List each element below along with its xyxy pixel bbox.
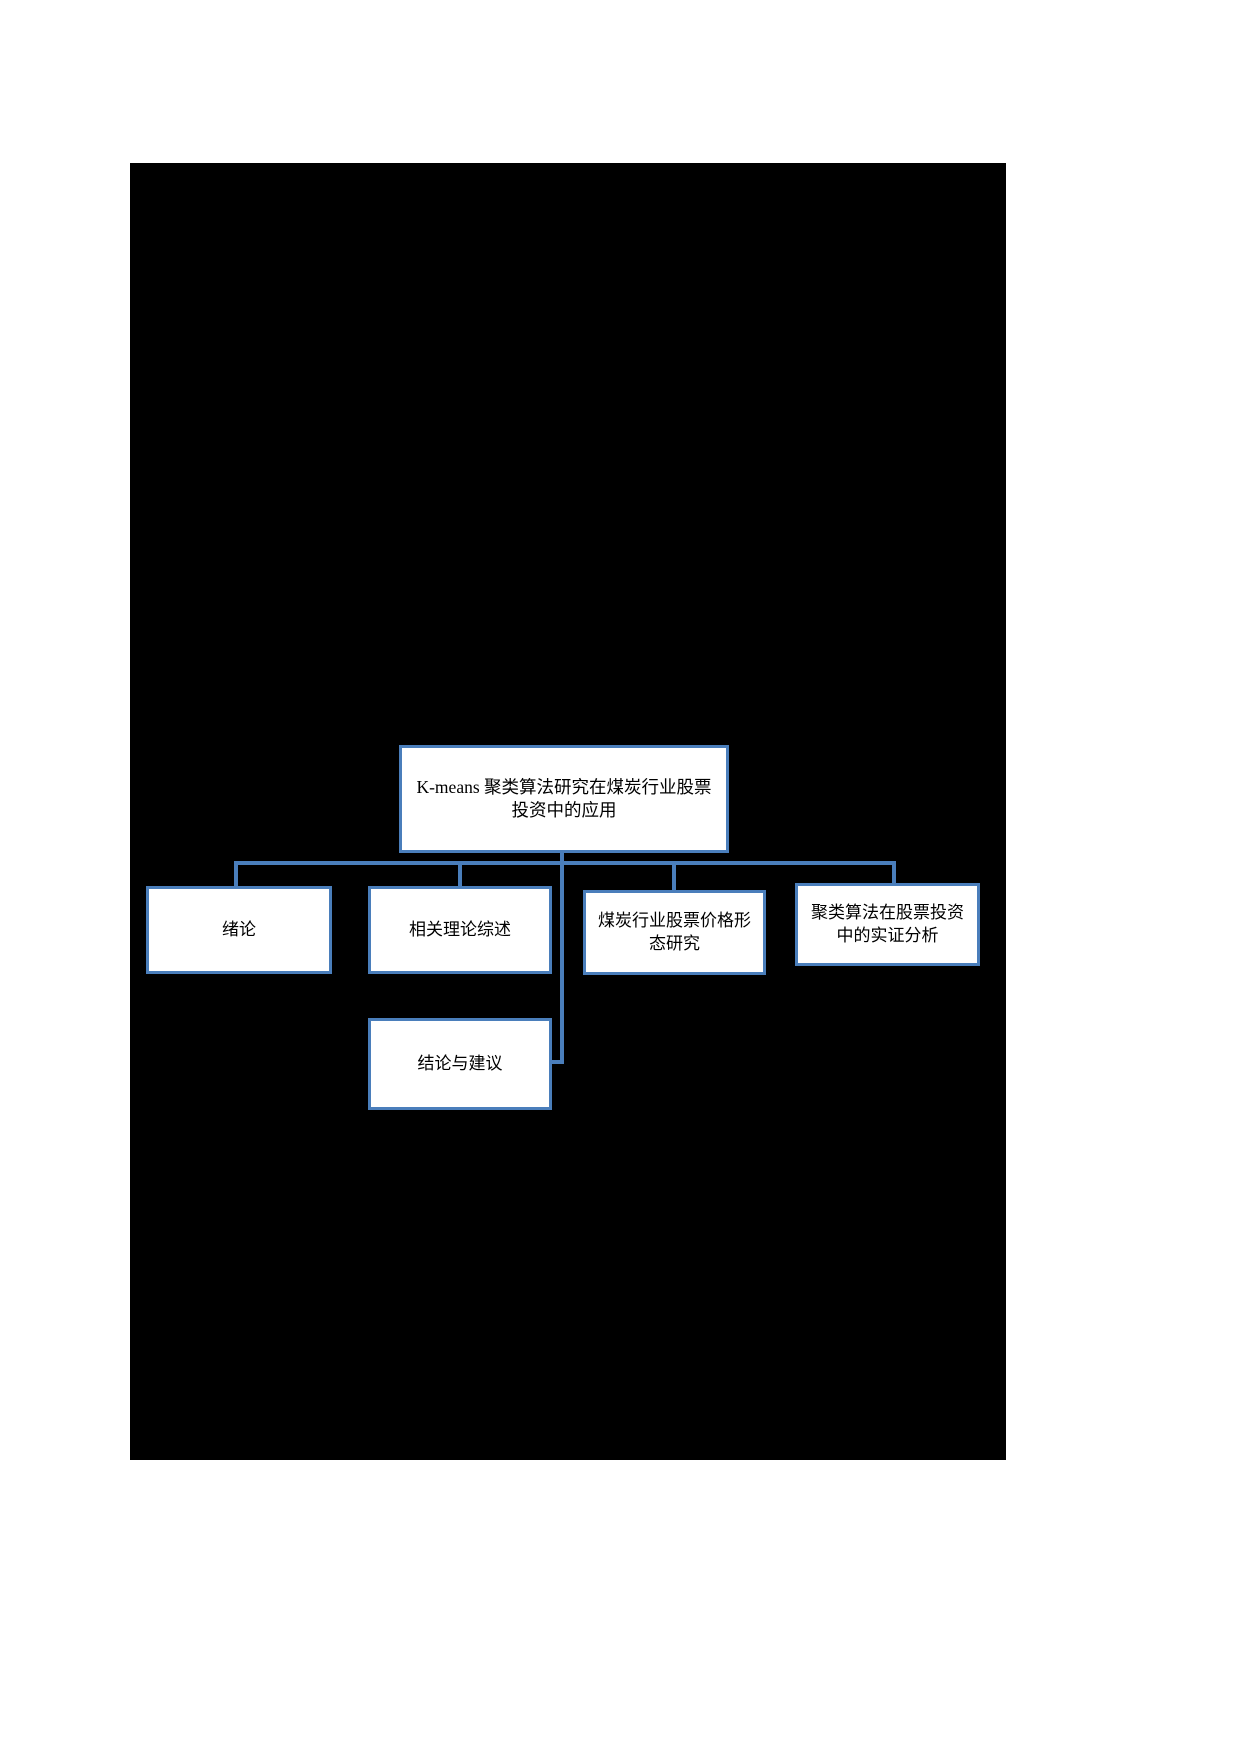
chart-node-root: K-means 聚类算法研究在煤炭行业股票投资中的应用 bbox=[399, 745, 729, 853]
connector-drop-child-5-horizontal bbox=[549, 1060, 564, 1064]
chart-node-literature-review: 相关理论综述 bbox=[368, 886, 552, 974]
connector-drop-child-3 bbox=[672, 861, 676, 892]
chart-node-literature-review-label: 相关理论综述 bbox=[409, 919, 511, 939]
chart-node-root-label: K-means 聚类算法研究在煤炭行业股票投资中的应用 bbox=[416, 776, 712, 820]
chart-node-price-pattern-study: 煤炭行业股票价格形态研究 bbox=[583, 890, 766, 975]
chart-node-conclusion: 结论与建议 bbox=[368, 1018, 552, 1110]
connector-drop-child-2 bbox=[458, 861, 462, 888]
chart-node-empirical-analysis: 聚类算法在股票投资中的实证分析 bbox=[795, 883, 980, 966]
chart-node-introduction: 绪论 bbox=[146, 886, 332, 974]
connector-drop-child-1 bbox=[234, 861, 238, 888]
chart-node-price-pattern-study-label: 煤炭行业股票价格形态研究 bbox=[598, 911, 751, 953]
connector-root-stem bbox=[560, 853, 564, 864]
connector-horizontal-bus bbox=[234, 861, 896, 865]
chart-node-conclusion-label: 结论与建议 bbox=[417, 1053, 503, 1073]
chart-node-introduction-label: 绪论 bbox=[222, 919, 256, 939]
connector-drop-child-4 bbox=[892, 861, 896, 885]
connector-drop-child-5-vertical bbox=[560, 861, 564, 1064]
chart-node-empirical-analysis-label: 聚类算法在股票投资中的实证分析 bbox=[811, 903, 964, 945]
